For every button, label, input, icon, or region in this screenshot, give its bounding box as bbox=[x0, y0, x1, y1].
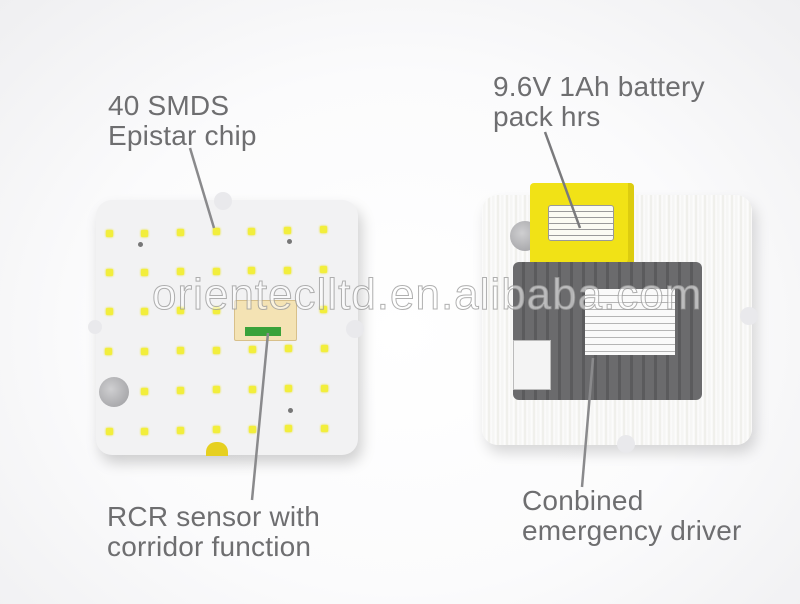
screw-hole bbox=[288, 408, 293, 413]
board-notch-right bbox=[346, 320, 364, 338]
label-battery-pack: 9.6V 1Ah battery pack hrs bbox=[493, 71, 705, 132]
rcr-sensor-module bbox=[234, 300, 297, 341]
driver-label bbox=[585, 289, 675, 355]
label-emergency-driver: Conbined emergency driver bbox=[522, 485, 742, 546]
mounting-hole bbox=[99, 377, 129, 407]
board-notch-top bbox=[214, 192, 232, 210]
board-notch-left bbox=[88, 320, 102, 334]
label-rcr-sensor: RCR sensor with corridor function bbox=[107, 501, 321, 562]
sensor-pin-header bbox=[245, 327, 281, 336]
emergency-driver bbox=[513, 262, 702, 400]
label-led-chips: 40 SMDS Epistar chip bbox=[108, 90, 257, 151]
board-notch-bottom bbox=[617, 435, 635, 453]
screw-hole bbox=[287, 239, 292, 244]
yellow-connector bbox=[206, 442, 228, 456]
watermark: orienteclltd.en.alibaba.com bbox=[151, 270, 703, 320]
board-notch-right bbox=[740, 307, 758, 325]
battery-label bbox=[548, 205, 614, 241]
wire-terminal bbox=[513, 340, 551, 390]
screw-hole bbox=[138, 242, 143, 247]
battery-pack bbox=[530, 183, 634, 267]
